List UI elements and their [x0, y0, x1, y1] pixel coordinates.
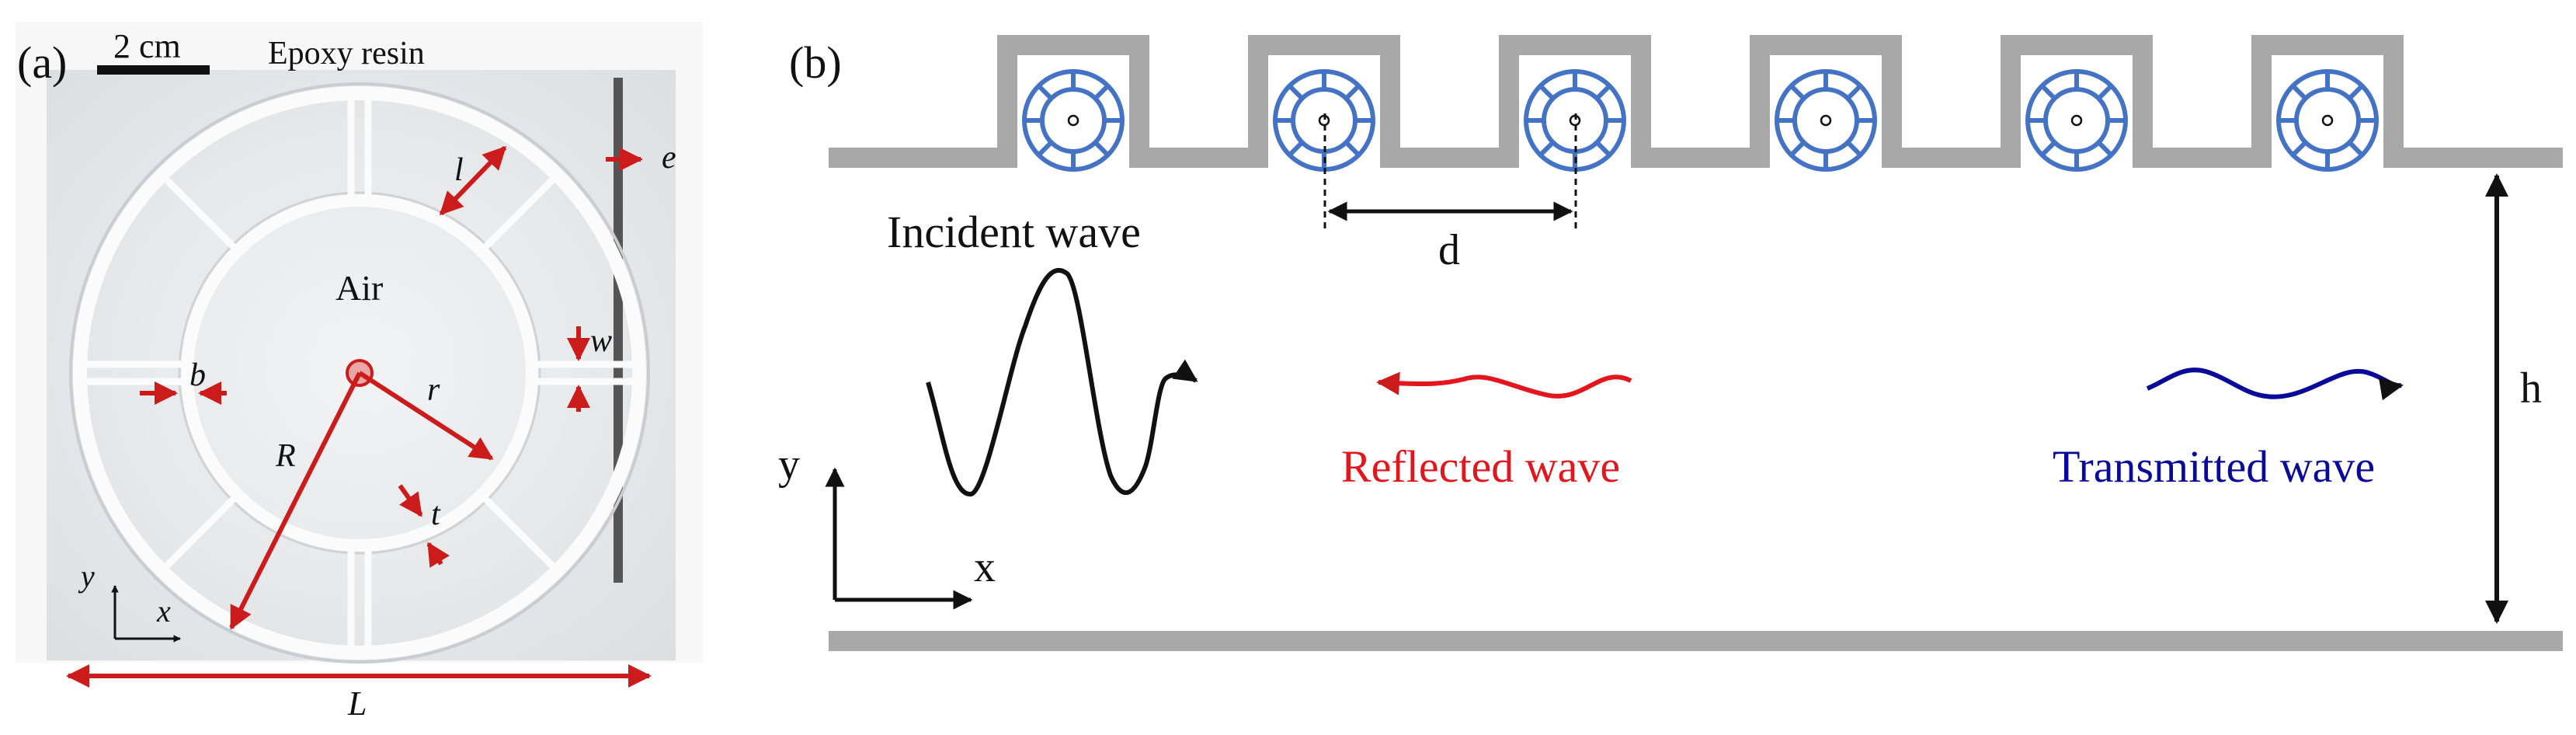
axis-label-y-a: y: [78, 559, 95, 594]
axis-label-x-a: x: [156, 594, 171, 629]
scale-bar-label: 2 cm: [113, 27, 181, 65]
radial-ribs: [78, 92, 641, 654]
panel-b: (b) d h Incident wave Reflected wave Tra…: [778, 35, 2563, 651]
axes-b: [825, 467, 973, 610]
arrow-R: [229, 371, 362, 630]
axis-label-y-b: y: [778, 441, 800, 489]
dim-label-L: L: [347, 684, 367, 723]
outer-ring-wall: [73, 86, 646, 660]
dim-label-r: r: [427, 372, 440, 408]
distance-d-label: d: [1438, 226, 1460, 274]
resonator: [2275, 69, 2380, 172]
resonator: [1021, 69, 1125, 172]
outer-ring-shadow: [69, 82, 650, 664]
height-h-label: h: [2520, 364, 2542, 413]
air-label: Air: [335, 268, 383, 308]
bottom-waveguide-wall: [829, 631, 2563, 651]
reflected-wave: [1376, 371, 1632, 399]
material-label: Epoxy resin: [268, 36, 425, 71]
panel-a-label: (a): [17, 37, 67, 88]
arrow-r: [358, 371, 494, 461]
dimension-arrows: [66, 145, 652, 688]
resonator: [1774, 69, 1878, 172]
transmitted-wave: [2146, 368, 2404, 401]
arrow-t-top: [398, 484, 423, 517]
dim-label-l: l: [454, 152, 464, 188]
top-waveguide-wall: [829, 35, 2563, 168]
scale-bar: [97, 65, 210, 75]
arrow-t-bottom: [426, 542, 450, 568]
dim-label-R: R: [275, 438, 296, 474]
panel-a: (a) 2 cm Epoxy resin Air l e w b r R t L…: [16, 22, 703, 723]
reflected-wave-label: Reflected wave: [1341, 441, 1620, 492]
transmitted-wave-label: Transmitted wave: [2053, 441, 2375, 492]
inner-ring-shadow: [178, 191, 541, 555]
resonator: [2025, 69, 2129, 172]
dim-label-b: b: [189, 357, 206, 393]
dim-label-e: e: [662, 140, 676, 176]
panel-b-label: (b): [789, 37, 842, 88]
incident-wave: [926, 267, 1198, 496]
arrow-l: [439, 145, 507, 216]
dim-label-t: t: [431, 496, 441, 532]
inner-ring-wall: [181, 194, 538, 552]
incident-wave-label: Incident wave: [887, 207, 1141, 257]
axes-a: [111, 585, 181, 643]
distance-d-marker: [1323, 113, 1577, 233]
dim-label-w: w: [590, 323, 612, 359]
axis-label-x-b: x: [974, 543, 996, 591]
